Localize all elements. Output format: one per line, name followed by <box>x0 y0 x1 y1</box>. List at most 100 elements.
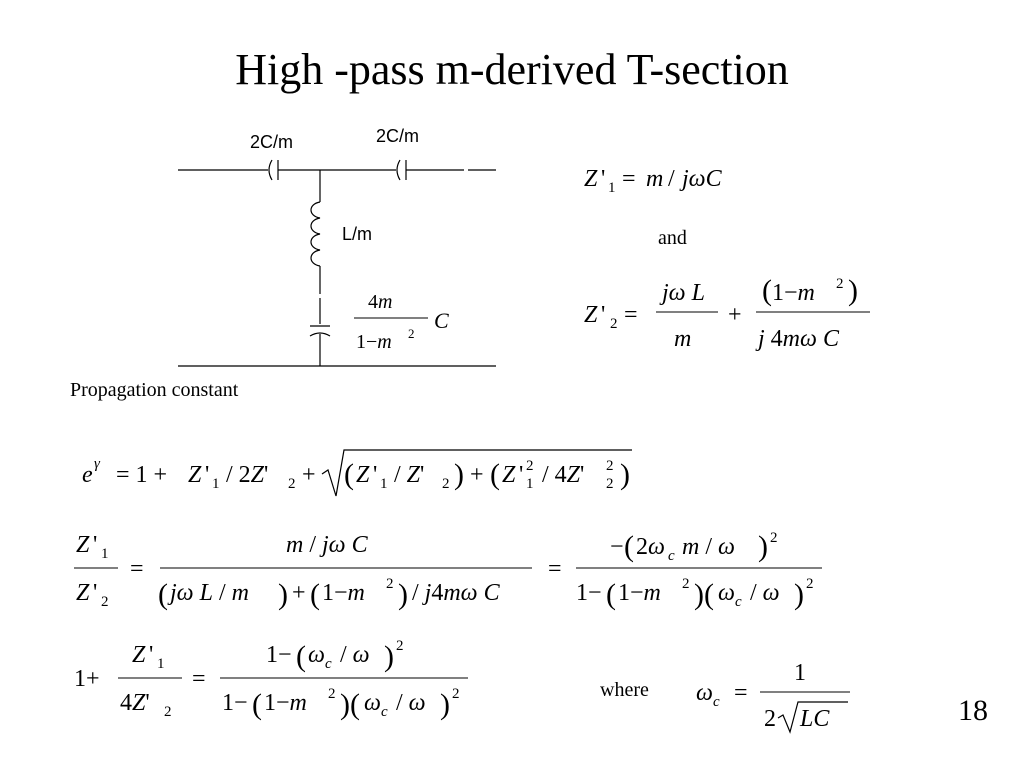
svg-text:c: c <box>668 548 675 564</box>
svg-text:/ ω: / ω <box>340 642 370 668</box>
svg-text:+: + <box>302 462 316 488</box>
equation-z2: Z ' 2 = jω L m + ( 1−m 2 ) j 4mω C <box>584 274 870 352</box>
svg-text:2: 2 <box>806 576 814 592</box>
svg-text:Z: Z <box>188 462 202 488</box>
svg-text:c: c <box>713 694 720 710</box>
svg-text:/ 4Z': / 4Z' <box>542 462 584 488</box>
and-label: and <box>658 227 687 249</box>
svg-text:2: 2 <box>442 476 450 492</box>
svg-text:jωC: jωC <box>679 166 723 192</box>
svg-text:=: = <box>192 666 206 692</box>
svg-text:Z: Z <box>76 532 90 558</box>
svg-text:2: 2 <box>526 458 534 474</box>
cap-label-left: 2C/m <box>250 132 293 152</box>
svg-text:=: = <box>622 166 636 192</box>
svg-text:1: 1 <box>794 660 806 686</box>
svg-text:1−m: 1−m <box>264 690 307 716</box>
svg-text:2: 2 <box>101 594 109 610</box>
svg-text:Z: Z <box>76 580 90 606</box>
svg-text:(: ( <box>344 458 354 491</box>
svg-text:2: 2 <box>452 686 460 702</box>
svg-text:/ ω: / ω <box>750 580 780 606</box>
svg-text:2: 2 <box>386 576 394 592</box>
equation-propagation: e γ = 1 + Z ' 1 / 2Z' 2 + ( Z ' 1 / Z' 2… <box>82 449 632 497</box>
svg-text:jω L: jω L <box>659 280 705 306</box>
svg-text:m / jω C: m / jω C <box>286 532 369 558</box>
svg-text:2: 2 <box>770 530 778 546</box>
svg-text:c: c <box>735 594 742 610</box>
svg-text:2: 2 <box>836 276 844 292</box>
svg-text:=: = <box>548 556 562 582</box>
svg-text:): ) <box>384 640 394 673</box>
svg-text:1: 1 <box>608 180 616 196</box>
svg-text:j 4mω C: j 4mω C <box>755 326 840 352</box>
svg-text:1−: 1− <box>222 690 248 716</box>
shunt-capacitor-value: 4m 1−m 2 C <box>354 291 449 353</box>
svg-text:(: ( <box>606 578 616 611</box>
svg-text:e: e <box>82 462 93 488</box>
svg-text:/ Z': / Z' <box>394 462 424 488</box>
svg-text:2: 2 <box>328 686 336 702</box>
svg-text:2: 2 <box>682 576 690 592</box>
svg-text:(: ( <box>310 578 320 611</box>
svg-text:+: + <box>728 302 742 328</box>
svg-text:1−m: 1−m <box>322 580 365 606</box>
svg-text:(: ( <box>624 530 634 563</box>
svg-text:1−m: 1−m <box>772 280 815 306</box>
svg-text:2: 2 <box>764 706 776 732</box>
svg-text:4m: 4m <box>368 291 392 313</box>
svg-text:': ' <box>373 462 377 488</box>
svg-text:1: 1 <box>526 476 534 492</box>
svg-text:2: 2 <box>396 638 404 654</box>
svg-text:2: 2 <box>606 458 614 474</box>
inductor-label: L/m <box>342 224 372 244</box>
svg-text:1: 1 <box>157 656 165 672</box>
svg-text:=: = <box>734 680 748 706</box>
svg-text:): ) <box>620 458 630 491</box>
equation-omega-c: ω c = 1 2 LC <box>696 660 850 734</box>
svg-text:ω: ω <box>696 680 713 706</box>
equation-one-plus: 1+ Z ' 1 4Z' 2 = 1− ( ω c / ω ) 2 1− ( 1… <box>74 638 468 721</box>
svg-text:=: = <box>130 556 144 582</box>
svg-text:2: 2 <box>408 326 415 341</box>
svg-text:): ) <box>794 578 804 611</box>
svg-text:ω: ω <box>718 580 735 606</box>
svg-text:/ j4mω C: / j4mω C <box>412 580 501 606</box>
svg-text:): ) <box>848 274 858 307</box>
svg-text:): ) <box>454 458 464 491</box>
svg-text:C: C <box>434 308 449 333</box>
svg-text:+: + <box>292 580 306 606</box>
svg-text:−: − <box>610 534 624 560</box>
svg-text:': ' <box>601 166 605 192</box>
svg-text:4Z': 4Z' <box>120 690 150 716</box>
svg-text:jω L / m: jω L / m <box>167 580 249 606</box>
equation-z1: Z ' 1 = m / jωC <box>584 166 723 196</box>
svg-text:(: ( <box>252 688 262 721</box>
svg-text:(: ( <box>762 274 772 307</box>
svg-text:2: 2 <box>288 476 296 492</box>
svg-text:=: = <box>624 302 638 328</box>
svg-text:+: + <box>470 462 484 488</box>
svg-text:)(: )( <box>340 688 360 721</box>
svg-text:1: 1 <box>101 546 109 562</box>
svg-text:': ' <box>205 462 209 488</box>
page-number: 18 <box>958 694 988 727</box>
svg-text:): ) <box>758 530 768 563</box>
svg-text:2: 2 <box>606 476 614 492</box>
svg-text:= 1 +: = 1 + <box>116 462 167 488</box>
svg-text:': ' <box>601 302 605 328</box>
svg-text:1−: 1− <box>576 580 602 606</box>
svg-text:2: 2 <box>610 316 618 332</box>
svg-text:c: c <box>325 656 332 672</box>
svg-text:): ) <box>440 688 450 721</box>
svg-text:Z: Z <box>132 642 146 668</box>
svg-text:ω: ω <box>364 690 381 716</box>
svg-text:(: ( <box>490 458 500 491</box>
svg-text:2: 2 <box>164 704 172 720</box>
svg-text:': ' <box>519 462 523 488</box>
svg-text:': ' <box>93 580 97 606</box>
svg-text:1−: 1− <box>266 642 292 668</box>
svg-text:1: 1 <box>380 476 388 492</box>
svg-text:Z: Z <box>584 302 598 328</box>
svg-text:1−m: 1−m <box>356 331 392 353</box>
